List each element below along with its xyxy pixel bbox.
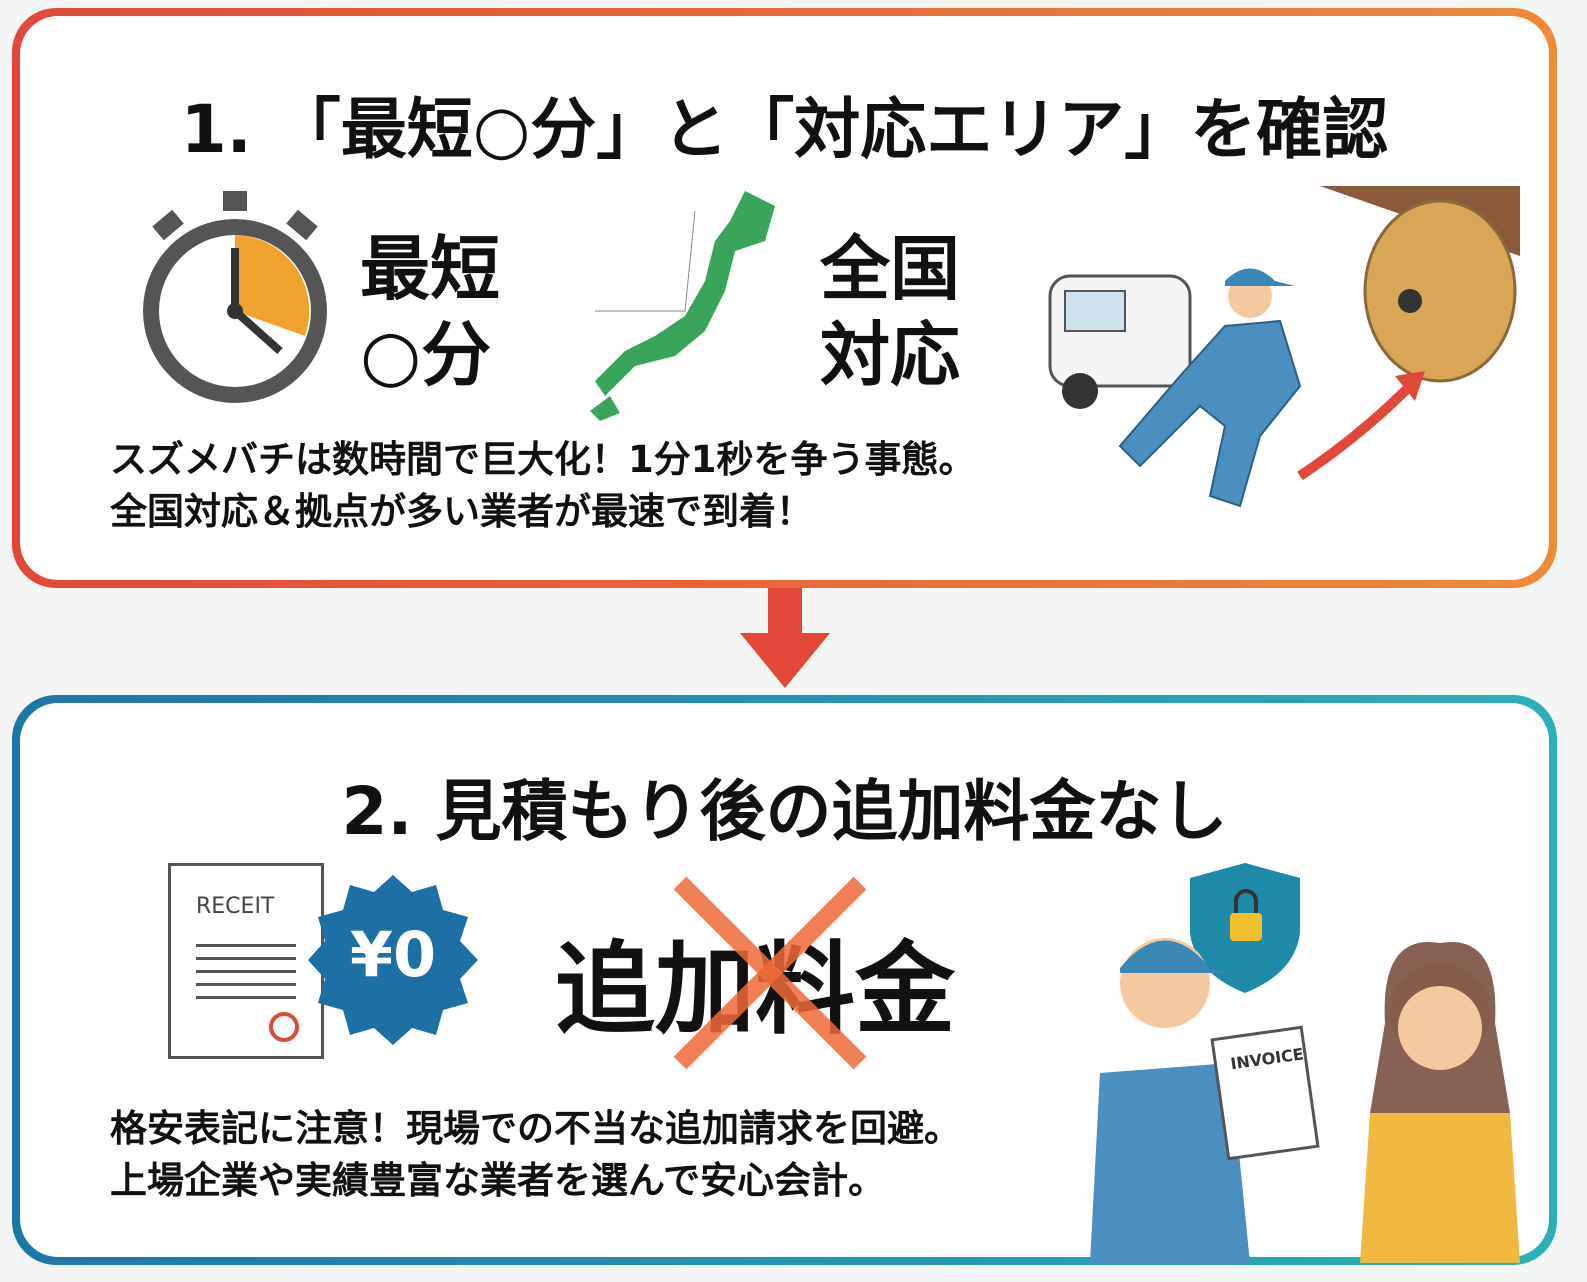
area-line-2: 対応 <box>820 314 960 396</box>
time-line-2: ○分 <box>360 314 492 396</box>
worker-customer-illustration: INVOICE <box>1090 863 1520 1263</box>
section-1-description: スズメバチは数時間で巨大化！1分1秒を争う事態。 全国対応＆拠点が多い業者が最速… <box>110 434 976 538</box>
cross-mark-icon <box>673 876 867 1070</box>
receipt-label: RECEIT <box>196 894 275 919</box>
badge-text: ¥0 <box>349 918 437 991</box>
area-line-1: 全国 <box>820 228 960 310</box>
section-1-card: 1. 「最短○分」と「対応エリア」を確認 最短 ○分 全国 対応 <box>12 8 1557 588</box>
area-text: 全国 対応 <box>820 226 960 398</box>
desc-line-1: 格安表記に注意！現場での不当な追加請求を回避。 <box>110 1107 961 1150</box>
time-line-1: 最短 <box>360 228 500 310</box>
pest-worker-illustration <box>1048 186 1520 508</box>
section-1-title: 1. 「最短○分」と「対応エリア」を確認 <box>180 91 1389 168</box>
desc-line-1: スズメバチは数時間で巨大化！1分1秒を争う事態。 <box>110 438 976 481</box>
section-2-description: 格安表記に注意！現場での不当な追加請求を回避。 上場企業や実績豊富な業者を選んで… <box>110 1103 961 1207</box>
receipt-icon: RECEIT <box>168 863 324 1059</box>
zero-yen-badge <box>308 875 478 1045</box>
down-arrow-icon <box>740 588 830 688</box>
section-2-title: 2. 見積もり後の追加料金なし <box>341 773 1228 850</box>
stopwatch-icon <box>143 191 327 403</box>
japan-map-icon <box>590 191 775 421</box>
section-2-card: 2. 見積もり後の追加料金なし RECEIT ¥0 追加料金 INVOICE 格… <box>12 695 1557 1265</box>
time-text: 最短 ○分 <box>360 226 500 398</box>
desc-line-2: 全国対応＆拠点が多い業者が最速で到着！ <box>110 490 813 533</box>
desc-line-2: 上場企業や実績豊富な業者を選んで安心会計。 <box>110 1159 886 1202</box>
